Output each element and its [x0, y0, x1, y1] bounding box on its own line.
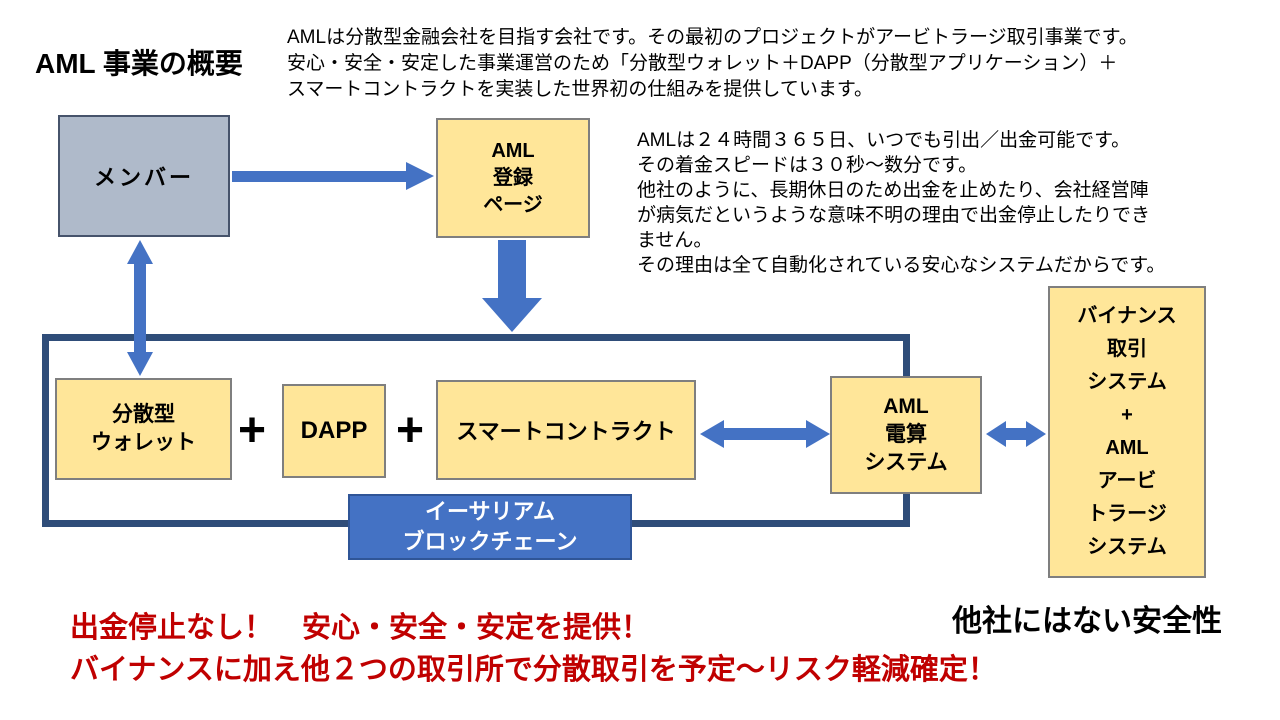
node-decentralized-wallet: 分散型 ウォレット	[55, 378, 232, 480]
plus-sign-2: +	[395, 403, 425, 457]
arrow-head-down-icon	[127, 352, 153, 376]
features-line-6: その理由は全て自動化されている安心なシステムだからです。	[637, 255, 1166, 276]
node-member-label: メンバー	[93, 165, 194, 190]
node-binance-line-4: +	[1121, 404, 1133, 426]
node-smart-contract-label: スマートコントラクト	[456, 419, 676, 444]
node-ethereum-blockchain: イーサリアム ブロックチェーン	[348, 494, 632, 560]
node-ethereum-line-1: イーサリアム	[424, 499, 556, 524]
node-binance-line-1: バイナンス	[1077, 305, 1177, 327]
intro-line-1: AMLは分散型金融会社を目指す会社です。その最初のプロジェクトがアービトラージ取…	[287, 27, 1138, 48]
node-computing-line-2: 電算	[885, 423, 927, 446]
features-line-2: その着金スピードは３０秒〜数分です。	[637, 155, 978, 176]
arrow-head-right-icon	[406, 162, 434, 190]
arrow-shaft	[134, 262, 146, 354]
node-registration-line-2: 登録	[493, 166, 533, 189]
node-computing-line-1: AML	[883, 395, 929, 418]
features-paragraph: AMLは２４時間３６５日、いつでも引出／出金可能です。 その着金スピードは３０秒…	[637, 128, 1165, 278]
arrow-shaft	[722, 428, 808, 440]
node-wallet-line-2: ウォレット	[91, 431, 196, 454]
arrow-shaft	[1004, 428, 1030, 440]
arrow-head-left-icon	[986, 421, 1006, 447]
arrow-head-right-icon	[1026, 421, 1046, 447]
features-line-5: ません。	[637, 230, 713, 251]
node-aml-computing-system: AML 電算 システム	[830, 376, 982, 494]
node-dapp-label: DAPP	[300, 417, 368, 444]
node-binance-line-8: システム	[1087, 536, 1167, 558]
node-binance-line-2: 取引	[1107, 338, 1147, 360]
node-registration-line-3: ページ	[483, 193, 543, 216]
node-binance-line-3: システム	[1087, 371, 1167, 393]
footer-red-line-1: 出金停止なし！ 安心・安全・安定を提供！	[70, 612, 651, 644]
node-member: メンバー	[58, 115, 230, 237]
intro-line-2: 安心・安全・安定した事業運営のため「分散型ウォレット＋DAPP（分散型アプリケー…	[287, 53, 1118, 74]
intro-line-3: スマートコントラクトを実装した世界初の仕組みを提供しています。	[287, 79, 873, 100]
arrow-shaft	[498, 240, 526, 300]
footer-red-line-2: バイナンスに加え他２つの取引所で分散取引を予定〜リスク軽減確定！	[70, 654, 997, 686]
node-binance-line-6: アービ	[1097, 470, 1157, 492]
features-line-4: が病気だというような意味不明の理由で出金停止したりでき	[637, 205, 1151, 226]
intro-paragraph: AMLは分散型金融会社を目指す会社です。その最初のプロジェクトがアービトラージ取…	[287, 25, 1138, 103]
arrow-head-right-icon	[806, 420, 830, 448]
node-smart-contract: スマートコントラクト	[436, 380, 696, 480]
arrow-head-left-icon	[700, 420, 724, 448]
node-ethereum-line-2: ブロックチェーン	[402, 529, 578, 554]
page-title: AML 事業の概要	[35, 48, 243, 79]
footer-safety-note: 他社にはない安全性	[952, 605, 1222, 638]
node-registration-page: AML 登録 ページ	[436, 118, 590, 238]
node-binance-arbitrage-system: バイナンス 取引 システム + AML アービ トラージ システム	[1048, 286, 1206, 578]
arrow-head-down-icon	[482, 298, 542, 332]
node-computing-line-3: システム	[864, 451, 948, 474]
node-binance-line-7: トラージ	[1087, 503, 1167, 525]
arrow-shaft	[232, 171, 408, 182]
node-binance-line-5: AML	[1105, 437, 1149, 459]
node-wallet-line-1: 分散型	[112, 403, 175, 426]
node-dapp: DAPP	[282, 384, 386, 478]
node-registration-line-1: AML	[491, 139, 535, 162]
plus-sign-1: +	[237, 403, 267, 457]
features-line-3: 他社のように、長期休日のため出金を止めたり、会社経営陣	[637, 180, 1149, 201]
arrow-head-up-icon	[127, 240, 153, 264]
features-line-1: AMLは２４時間３６５日、いつでも引出／出金可能です。	[637, 130, 1131, 151]
